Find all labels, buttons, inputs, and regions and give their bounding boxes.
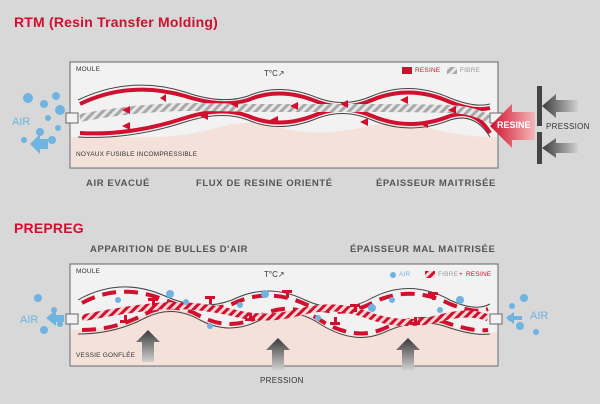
prepreg-air-right-label: AIR	[530, 310, 549, 322]
rtm-fiber	[79, 102, 493, 124]
prepreg-pression-label: PRESSION	[260, 376, 304, 385]
rtm-pressure-arrows	[537, 86, 578, 164]
prepreg-air-left	[34, 294, 64, 334]
prepreg-legend-fibre: FIBRE	[438, 271, 459, 278]
rtm-caption-epaisseur: ÉPAISSEUR MAITRISÉE	[376, 178, 496, 189]
prepreg-caption-epaisseur: ÉPAISSEUR MAL MAITRISÉE	[350, 244, 496, 255]
rtm-caption-air: AIR EVACUÉ	[86, 178, 150, 189]
prepreg-air-left-label: AIR	[20, 314, 39, 326]
rtm-part-top	[77, 84, 491, 106]
rtm-legend-fibre: FIBRE	[460, 67, 481, 74]
rtm-noyaux-label: NOYAUX FUSIBLE INCOMPRESSIBLE	[76, 151, 198, 158]
prepreg-legend-resine: RESINE	[466, 271, 492, 278]
rtm-resin-arrow-shape	[490, 104, 535, 148]
prepreg-resin-markers	[120, 290, 438, 325]
prepreg-legend-air: AIR	[399, 271, 411, 278]
rtm-air-label: AIR	[12, 116, 31, 128]
prepreg-fiber	[81, 302, 490, 327]
prepreg-legend-air-dot	[390, 272, 396, 278]
rtm-legend-resine-swatch	[402, 67, 412, 74]
prepreg-legend-plus: +	[459, 271, 463, 278]
prepreg-air-right	[506, 294, 539, 335]
prepreg-part-top	[77, 286, 491, 309]
rtm-part-bottom	[77, 113, 491, 138]
rtm-mould-group	[65, 61, 503, 169]
prepreg-legend-fibre-swatch	[425, 271, 435, 278]
rtm-legend-fibre-swatch	[447, 67, 457, 74]
prepreg-vessie-label: VESSIE GONFLÉE	[76, 352, 136, 359]
rtm-resin-top	[79, 87, 491, 112]
prepreg-bladder	[71, 308, 497, 365]
rtm-title: RTM (Resin Transfer Molding)	[14, 14, 218, 30]
rtm-flow-arrows	[122, 94, 456, 130]
prepreg-trapped-bubbles	[115, 290, 464, 329]
rtm-caption-flux: FLUX DE RESINE ORIENTÉ	[196, 178, 333, 189]
prepreg-pressure-arrows	[136, 330, 420, 370]
prepreg-moule-label: MOULE	[76, 268, 101, 275]
prepreg-resin-top	[81, 289, 489, 314]
rtm-moule-label: MOULE	[76, 66, 101, 73]
prepreg-title: PREPREG	[14, 220, 84, 236]
prepreg-temp-label: T°C↗	[264, 270, 285, 279]
rtm-temp-label: T°C↗	[264, 69, 285, 78]
prepreg-left-port	[65, 313, 79, 325]
rtm-resine-arrow-label: RESINE	[497, 120, 531, 130]
prepreg-caption-bulles: APPARITION DE BULLES D'AIR	[90, 244, 249, 255]
rtm-left-port	[65, 112, 79, 124]
rtm-pression-label: PRESSION	[546, 122, 590, 131]
rtm-resin-bottom	[79, 107, 492, 136]
rtm-core	[71, 122, 497, 167]
rtm-air-bubbles	[21, 92, 65, 154]
prepreg-right-port	[489, 313, 503, 325]
rtm-legend-resine: RESINE	[415, 67, 441, 74]
